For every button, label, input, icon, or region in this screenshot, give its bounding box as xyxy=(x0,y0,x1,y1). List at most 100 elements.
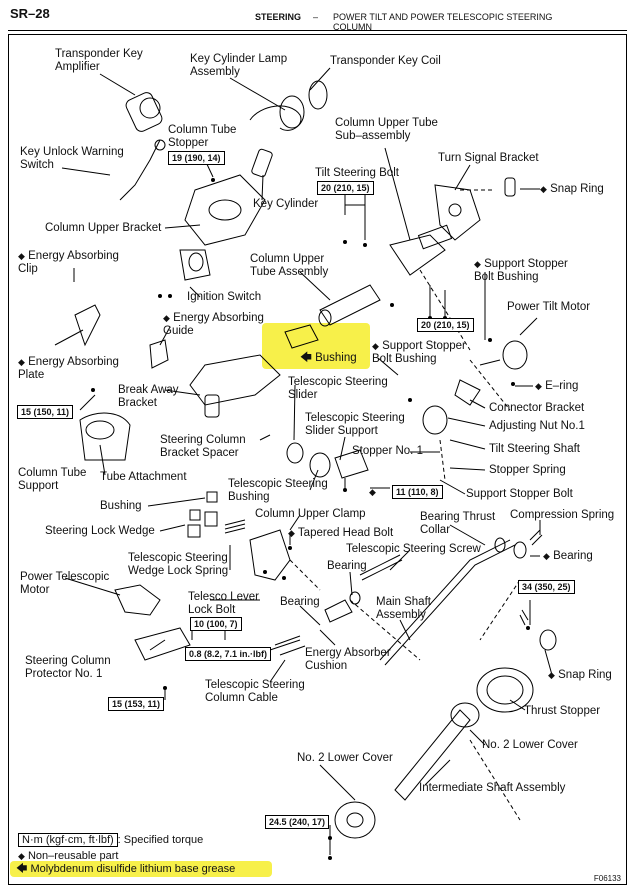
label-column-upper-bracket: Column Upper Bracket xyxy=(45,222,162,234)
torque-20-mid: 20 (210, 15) xyxy=(417,318,474,332)
label-main-shaft-assembly: Main Shaft Assembly xyxy=(376,596,431,621)
diagram-frame xyxy=(8,34,627,885)
label-telescopic-steering-screw: Telescopic Steering Screw xyxy=(346,543,481,555)
legend-torque-unit: N·m (kgf·cm, ft·lbf) xyxy=(18,833,118,847)
label-column-upper-tube-assembly: Column Upper Tube Assembly xyxy=(250,253,329,278)
label-power-tilt-motor: Power Tilt Motor xyxy=(507,301,591,313)
non-reusable-marker: ◆ xyxy=(18,251,25,261)
legend-grease-text: Molybdenum disulfide lithium base grease xyxy=(30,863,236,875)
label-bushing-left: Bushing xyxy=(100,500,142,512)
label-stopper-spring: Stopper Spring xyxy=(489,464,566,476)
label-telesco-lever-lock-bolt: Telesco Lever Lock Bolt xyxy=(188,591,259,616)
label-thrust-stopper: Thrust Stopper xyxy=(524,705,601,717)
legend-torque: N·m (kgf·cm, ft·lbf): Specified torque xyxy=(18,833,204,847)
label-telescopic-steering-wedge-lock-spring: Telescopic Steering Wedge Lock Spring xyxy=(128,552,229,577)
bushing-highlight xyxy=(262,323,370,369)
bearing-right-text: Bearing xyxy=(553,550,593,562)
snap-ring-top-text: Snap Ring xyxy=(550,183,604,195)
grease-arrow-marker: 🡄 xyxy=(300,352,312,364)
torque-10: 10 (100, 7) xyxy=(190,617,242,631)
tapered-head-bolt-text: Tapered Head Bolt xyxy=(297,527,394,539)
section-dash: – xyxy=(313,12,319,22)
label-telescopic-steering-bushing: Telescopic Steering Bushing xyxy=(228,478,328,503)
label-steering-column-protector-no1: Steering Column Protector No. 1 xyxy=(25,655,111,680)
e-ring-text: E–ring xyxy=(545,380,579,392)
page-number: SR–28 xyxy=(10,6,50,21)
label-torque-11: ◆ xyxy=(369,486,376,499)
legend-torque-desc: : Specified torque xyxy=(117,834,204,846)
torque-24-5: 24.5 (240, 17) xyxy=(265,815,330,829)
label-no2-lower-cover: No. 2 Lower Cover xyxy=(482,739,578,751)
label-column-upper-clamp: Column Upper Clamp xyxy=(255,508,366,520)
non-reusable-marker: ◆ xyxy=(18,357,25,367)
label-telescopic-steering-column-cable: Telescopic Steering Column Cable xyxy=(205,679,305,704)
non-reusable-marker: ◆ xyxy=(548,670,555,680)
label-bearing-mid: Bearing xyxy=(327,560,367,572)
torque-11: 11 (110, 8) xyxy=(392,485,443,499)
energy-absorbing-guide-text: Energy Absorbing Guide xyxy=(163,312,264,337)
label-energy-absorbing-guide: ◆ Energy Absorbing Guide xyxy=(163,312,278,338)
label-key-cylinder-lamp-assembly: Key Cylinder Lamp Assembly xyxy=(190,53,288,78)
label-intermediate-shaft-assembly: Intermediate Shaft Assembly xyxy=(419,782,566,794)
label-transponder-key-coil: Transponder Key Coil xyxy=(330,55,441,67)
label-break-away-bracket: Break Away Bracket xyxy=(118,384,179,409)
label-compression-spring: Compression Spring xyxy=(510,509,615,521)
label-support-stopper-bolt-bushing-mid: ◆ Support Stopper Bolt Bushing xyxy=(372,340,487,366)
energy-absorbing-plate-text: Energy Absorbing Plate xyxy=(18,356,119,381)
non-reusable-marker: ◆ xyxy=(18,851,25,861)
label-bushing-highlight: 🡄 Bushing xyxy=(300,352,357,365)
label-energy-absorber-cushion: Energy Absorber Cushion xyxy=(305,647,391,672)
torque-34: 34 (350, 25) xyxy=(518,580,575,594)
snap-ring-bottom-text: Snap Ring xyxy=(558,669,612,681)
section-name: STEERING xyxy=(255,12,302,22)
torque-15-left: 15 (150, 11) xyxy=(17,405,74,419)
bushing-highlight-text: Bushing xyxy=(315,352,357,364)
torque-20-top: 20 (210, 15) xyxy=(317,181,374,195)
figure-id: F06133 xyxy=(593,874,621,883)
label-support-stopper-bolt: Support Stopper Bolt xyxy=(466,488,573,500)
label-tapered-head-bolt: ◆ Tapered Head Bolt xyxy=(288,527,393,540)
label-tilt-steering-shaft: Tilt Steering Shaft xyxy=(489,443,580,455)
header-rule xyxy=(8,30,627,31)
label-stopper-no1: Stopper No. 1 xyxy=(352,445,423,457)
label-transponder-key-amplifier: Transponder Key Amplifier xyxy=(55,48,143,73)
label-turn-signal-bracket: Turn Signal Bracket xyxy=(438,152,539,164)
legend-non-reusable: ◆ Non–reusable part xyxy=(18,850,119,863)
non-reusable-marker: ◆ xyxy=(540,184,547,194)
label-key-cylinder: Key Cylinder xyxy=(253,198,319,210)
label-energy-absorbing-clip: ◆ Energy Absorbing Clip xyxy=(18,250,133,276)
label-energy-absorbing-plate: ◆ Energy Absorbing Plate xyxy=(18,356,138,382)
label-tube-attachment: Tube Attachment xyxy=(100,471,187,483)
legend-grease: 🡄 Molybdenum disulfide lithium base grea… xyxy=(16,863,235,876)
label-ignition-switch: Ignition Switch xyxy=(187,291,262,303)
torque-15-bottom: 15 (153, 11) xyxy=(108,697,165,711)
support-stopper-bolt-bushing-top-text: Support Stopper Bolt Bushing xyxy=(474,258,568,283)
non-reusable-marker: ◆ xyxy=(372,341,379,351)
label-column-tube-stopper: Column Tube Stopper xyxy=(168,124,237,149)
label-tilt-steering-bolt: Tilt Steering Bolt xyxy=(315,167,399,179)
label-connector-bracket: Connector Bracket xyxy=(489,402,585,414)
label-telescopic-steering-slider-support: Telescopic Steering Slider Support xyxy=(305,412,405,437)
label-bearing-right: ◆ Bearing xyxy=(543,550,593,563)
section-title: POWER TILT AND POWER TELESCOPIC STEERING… xyxy=(333,12,553,32)
label-column-tube-support: Column Tube Support xyxy=(18,467,87,492)
grease-arrow-marker: 🡄 xyxy=(16,863,28,875)
label-snap-ring-bottom: ◆ Snap Ring xyxy=(548,669,612,682)
support-stopper-bolt-bushing-mid-text: Support Stopper Bolt Bushing xyxy=(372,340,466,365)
legend-non-reusable-text: Non–reusable part xyxy=(27,850,119,862)
non-reusable-marker: ◆ xyxy=(369,487,376,497)
label-steering-lock-wedge: Steering Lock Wedge xyxy=(45,525,155,537)
non-reusable-marker: ◆ xyxy=(288,528,295,538)
label-telescopic-steering-slider: Telescopic Steering Slider xyxy=(288,376,388,401)
label-e-ring: ◆ E–ring xyxy=(535,380,578,393)
label-bearing-thrust-collar: Bearing Thrust Collar xyxy=(420,511,496,536)
non-reusable-marker: ◆ xyxy=(543,551,550,561)
torque-19: 19 (190, 14) xyxy=(168,151,225,165)
torque-0-8: 0.8 (8.2, 7.1 in.·lbf) xyxy=(185,647,272,661)
label-power-telescopic-motor: Power Telescopic Motor xyxy=(20,571,110,596)
label-key-unlock-warning-switch: Key Unlock Warning Switch xyxy=(20,146,124,171)
label-adjusting-nut-no1: Adjusting Nut No.1 xyxy=(489,420,585,432)
grease-legend-highlight xyxy=(10,861,272,877)
label-no2-lower-cover-left: No. 2 Lower Cover xyxy=(297,752,393,764)
label-support-stopper-bolt-bushing-top: ◆ Support Stopper Bolt Bushing xyxy=(474,258,589,284)
